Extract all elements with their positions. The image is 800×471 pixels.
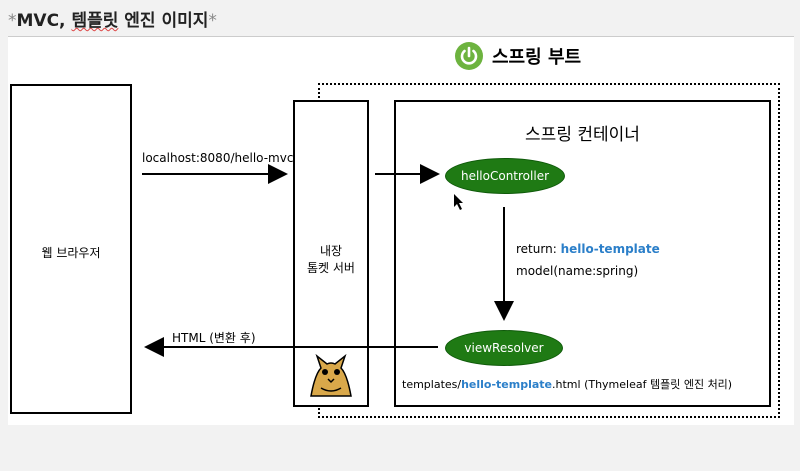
response-label: HTML (변환 후) bbox=[172, 331, 256, 345]
templates-label: templates/hello-template.html (Thymeleaf… bbox=[402, 376, 732, 392]
request-label: localhost:8080/hello-mvc bbox=[142, 151, 294, 165]
templates-prefix: templates/ bbox=[402, 378, 462, 391]
model-label: model(name:spring) bbox=[516, 264, 639, 278]
templates-suffix: .html (Thymeleaf 템플릿 엔진 처리) bbox=[552, 378, 733, 391]
title-star-end: * bbox=[208, 11, 217, 31]
tomcat-box: 내장 톰켓 서버 bbox=[293, 100, 369, 407]
mouse-cursor-icon bbox=[454, 194, 463, 210]
return-label: return: hello-template bbox=[516, 242, 660, 256]
tomcat-label-line1: 내장 bbox=[319, 244, 343, 258]
spring-container-label: 스프링 컨테이너 bbox=[525, 125, 640, 145]
hello-controller-node: helloController bbox=[445, 158, 565, 194]
return-prefix: return: bbox=[516, 242, 561, 256]
arrows-layer bbox=[142, 164, 514, 357]
view-resolver-node: viewResolver bbox=[445, 330, 563, 366]
title-star: * bbox=[8, 11, 17, 31]
return-value: hello-template bbox=[560, 242, 660, 256]
web-browser-label: 웹 브라우저 bbox=[41, 246, 101, 260]
diagram-canvas: 스프링 부트 웹 브라우저 내장 톰켓 서버 스프링 컨테이너 helloCon… bbox=[8, 36, 794, 425]
page-title: *MVC, 템플릿 엔진 이미지* bbox=[8, 6, 217, 31]
templates-name: hello-template bbox=[461, 378, 553, 391]
title-main: MVC, bbox=[16, 11, 72, 31]
power-icon bbox=[454, 41, 484, 71]
tomcat-label-line2: 톰켓 서버 bbox=[307, 261, 355, 275]
title-underlined: 템플릿 bbox=[71, 11, 119, 31]
tomcat-cat-icon bbox=[301, 350, 361, 400]
title-rest: 엔진 이미지 bbox=[118, 11, 209, 31]
spring-boot-label: 스프링 부트 bbox=[492, 47, 582, 68]
web-browser-box: 웹 브라우저 bbox=[10, 84, 132, 414]
